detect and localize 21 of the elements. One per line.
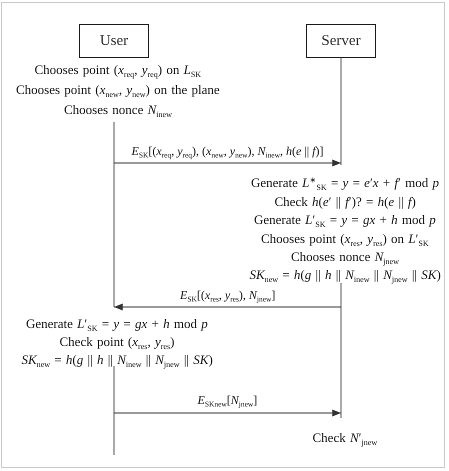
step-note: Check N′$_{jnew}$	[312, 430, 378, 445]
message-arrow	[114, 304, 342, 310]
step-note: SK$_{new}$ = h(g || h || N$_{inew}$ || N$_{jnew}$ || SK)	[22, 352, 213, 367]
message-label: E$_{SK}$[(x$_{req}$, y$_{req}$), (x$_{new}$, y$_{new}$), N$_{inew}$, h(e || f)]	[130, 144, 326, 158]
step-note: Chooses nonce N$_{jnew}$	[291, 249, 399, 264]
message-label: E$_{SK}$$_{new}$[N$_{jnew}$]	[196, 393, 260, 407]
participant-box: User	[79, 24, 149, 58]
step-note: Check point (x$_{res}$, y$_{res}$)	[60, 334, 174, 349]
step-note: Generate L′$_{SK}$ = y = gx + h mod p	[26, 316, 208, 331]
step-note: Chooses point (x$_{res}$, y$_{res}$) on L′$_{SK}$	[261, 231, 429, 246]
step-note: Generate L′$_{SK}$ = y = gx + h mod p	[254, 212, 436, 227]
step-note: Chooses point (x$_{new}$, y$_{new}$) on the plane	[16, 82, 220, 97]
step-note: Chooses nonce N$_{inew}$	[64, 102, 172, 117]
message-label: E$_{SK}$[(x$_{res}$, y$_{res}$), N$_{jnew}$]	[178, 288, 278, 302]
step-note: Check h(e′ || f′)? = h(e || f)	[274, 194, 416, 209]
step-note: SK$_{new}$ = h(g || h || N$_{inew}$ || N$_{jnew}$ || SK)	[250, 267, 441, 282]
step-note: Chooses point (x$_{req}$, y$_{req}$) on L$_{SK}$	[34, 62, 202, 77]
participant-box: Server	[306, 24, 376, 58]
message-arrow	[114, 160, 342, 166]
message-arrow	[114, 410, 342, 416]
step-note: Generate L$^{∗}$$_{SK}$ = y = e′x + f′ mod p	[251, 175, 440, 190]
